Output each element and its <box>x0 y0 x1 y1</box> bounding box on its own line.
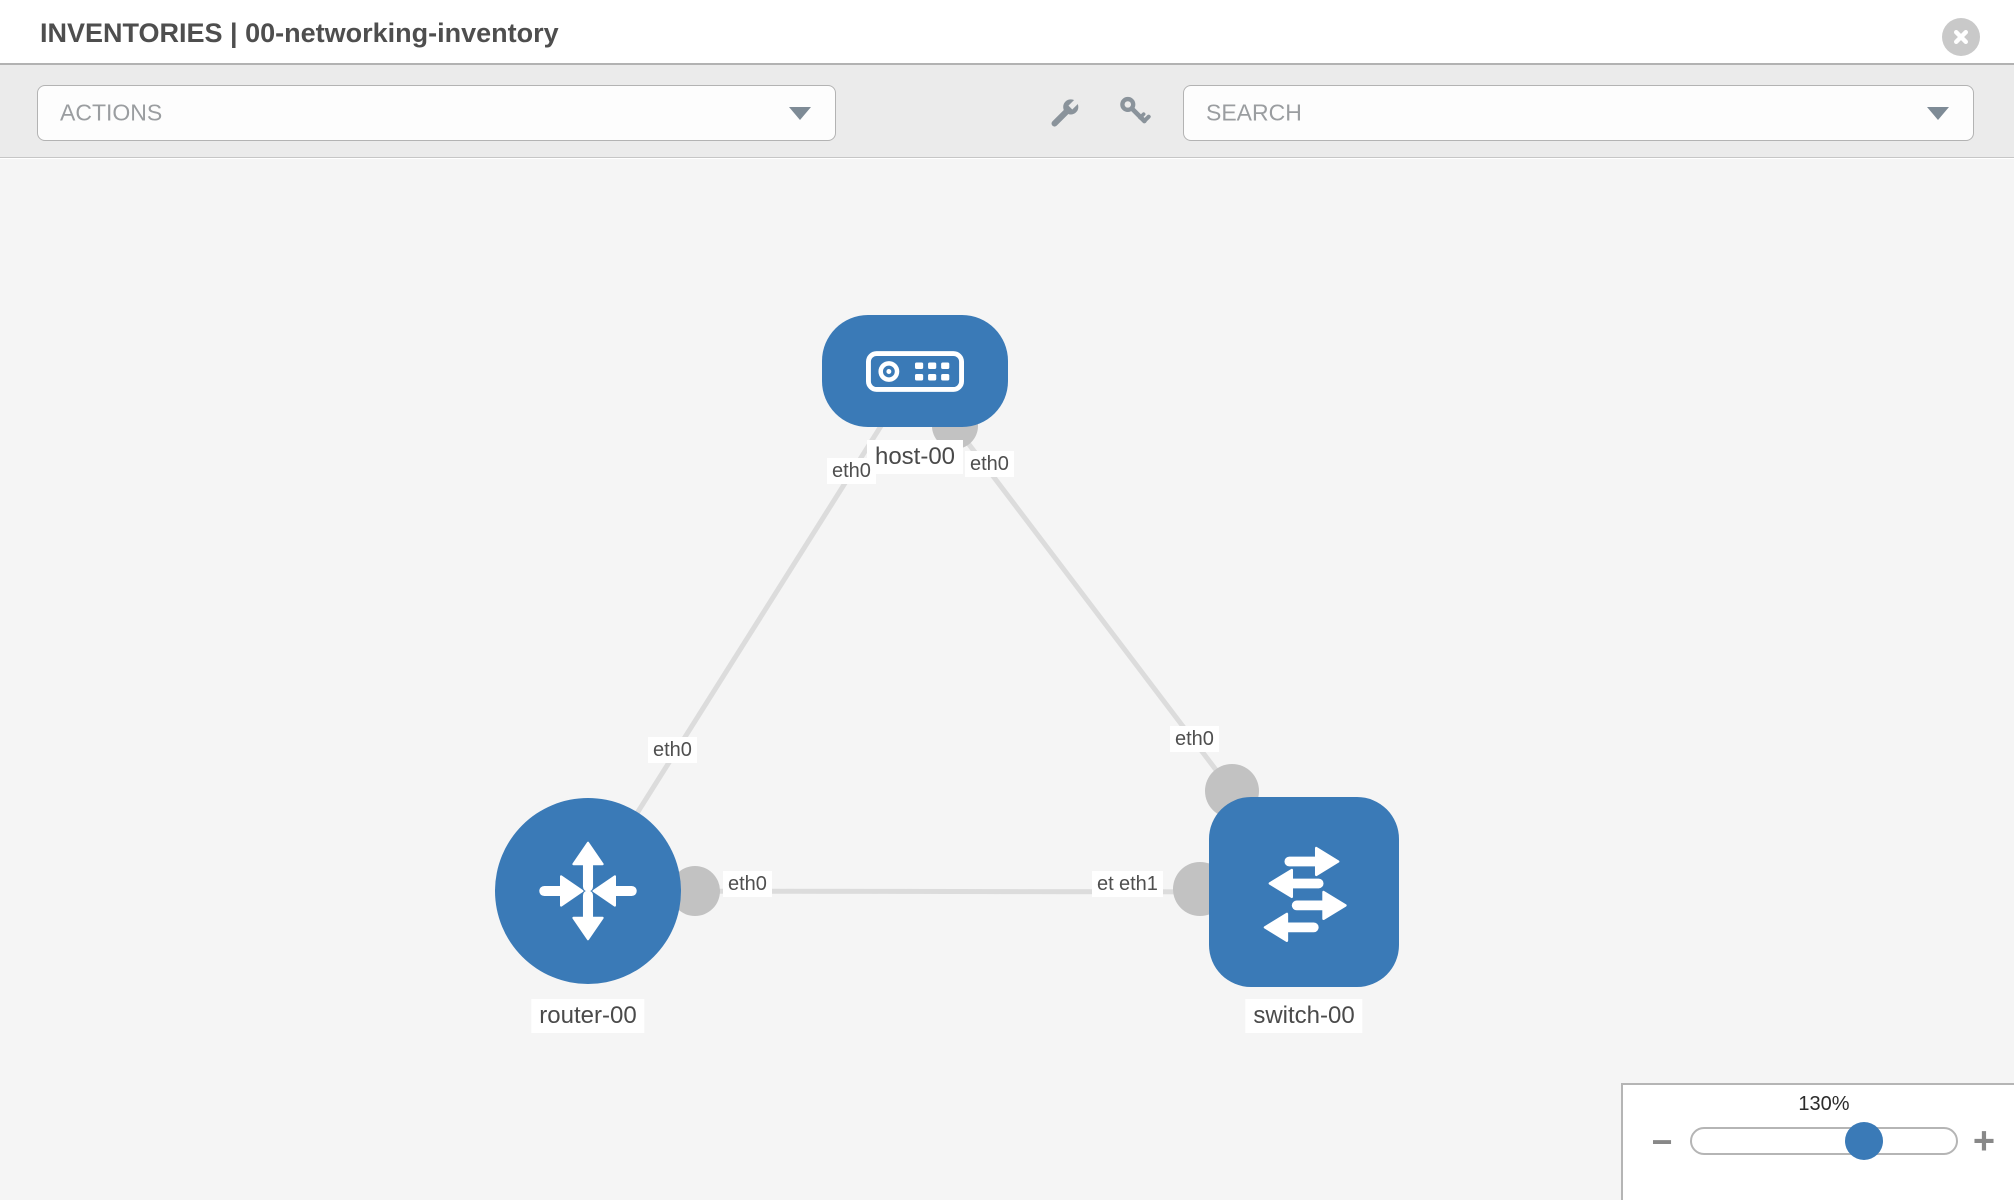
host-icon <box>866 350 964 392</box>
zoom-slider-thumb[interactable] <box>1845 1122 1883 1160</box>
actions-dropdown[interactable]: ACTIONS <box>37 85 836 141</box>
interface-label: eth0 <box>827 458 876 484</box>
node-label-host: host-00 <box>866 440 964 474</box>
topology-links <box>585 370 1305 916</box>
toolbar: ACTIONS SEARCH <box>0 65 2014 158</box>
interface-label: eth0 <box>1170 726 1219 752</box>
key-icon[interactable] <box>1116 94 1154 130</box>
zoom-level: 130% <box>1798 1093 1850 1115</box>
router-icon <box>539 841 637 941</box>
chevron-down-icon <box>1927 107 1949 120</box>
page-title: INVENTORIES | 00-networking-inventory <box>40 18 559 48</box>
zoom-out-button[interactable]: − <box>1651 1121 1673 1162</box>
node-switch-00[interactable] <box>1209 797 1399 987</box>
close-button[interactable] <box>1942 18 1980 56</box>
zoom-panel: 130% − + <box>1621 1083 2014 1200</box>
page-header: INVENTORIES | 00-networking-inventory <box>0 0 2014 65</box>
actions-dropdown-label: ACTIONS <box>60 99 163 126</box>
node-label-router: router-00 <box>531 999 645 1033</box>
interface-label: eth1 <box>1114 871 1163 897</box>
node-host-00[interactable] <box>822 315 1008 427</box>
node-label-switch: switch-00 <box>1245 999 1363 1033</box>
interface-label: eth0 <box>648 737 697 763</box>
search-dropdown[interactable]: SEARCH <box>1183 85 1974 141</box>
interface-label: eth0 <box>965 451 1014 477</box>
interface-connector[interactable] <box>670 866 720 916</box>
search-placeholder: SEARCH <box>1206 99 1302 126</box>
node-router-00[interactable] <box>495 798 681 984</box>
wrench-icon[interactable] <box>1046 94 1084 130</box>
chevron-down-icon <box>789 107 811 120</box>
topology-canvas[interactable]: host-00 router-00 switch-00 eth0 eth0 et… <box>0 159 2014 1200</box>
interface-label: eth0 <box>723 871 772 897</box>
switch-icon <box>1263 846 1347 943</box>
zoom-in-button[interactable]: + <box>1972 1120 1996 1163</box>
close-icon <box>1954 30 1968 44</box>
zoom-slider-track[interactable] <box>1690 1127 1958 1155</box>
